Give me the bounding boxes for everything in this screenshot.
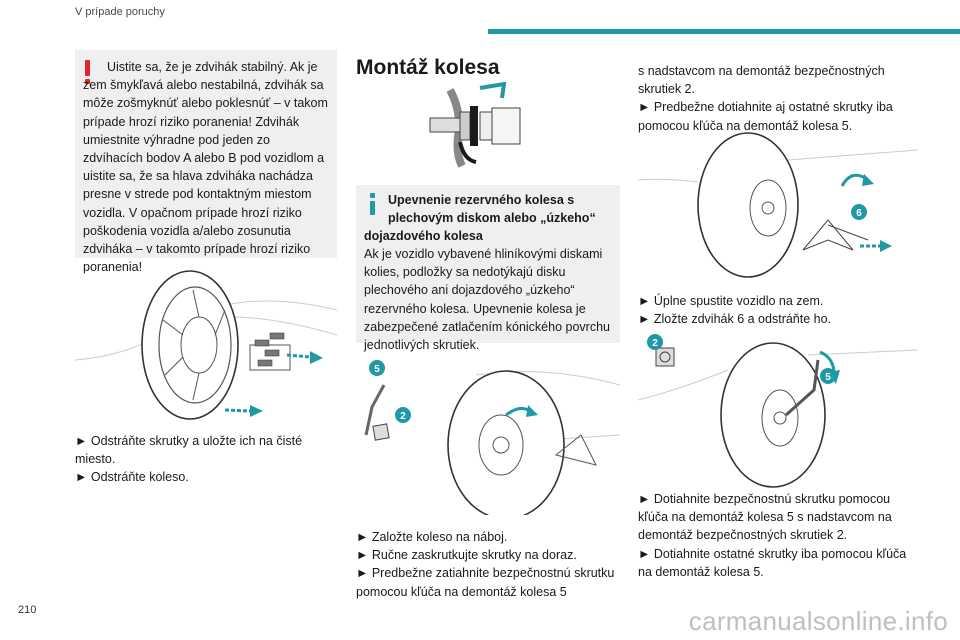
step-remove-bolts: ► Odstráňte skrutky a uložte ich na čist… bbox=[75, 434, 303, 467]
label-wrench-2: 5 bbox=[825, 372, 831, 383]
step-mount-wheel: ► Založte koleso na náboj. bbox=[356, 530, 508, 544]
column-3-bottom: ► Dotiahnite bezpečnostnú skrutku pomoco… bbox=[638, 490, 918, 581]
warning-box: Uistite sa, že je zdvihák stabilný. Ak j… bbox=[75, 50, 337, 274]
final-tightening-illustration: 2 5 bbox=[638, 334, 918, 488]
label-adapter: 2 bbox=[400, 411, 406, 422]
step-continue-adapter: s nadstavcom na demontáž bezpečnostných … bbox=[638, 64, 885, 97]
step-remove-wheel: ► Odstráňte koleso. bbox=[75, 470, 189, 485]
step-lower-vehicle: ► Úplne spustite vozidlo na zem. bbox=[638, 294, 824, 308]
step-tighten-others: ► Dotiahnite ostatné skrutky iba pomocou… bbox=[638, 546, 907, 579]
step-pretighten-others: ► Predbežne dotiahnite aj ostatné skrutk… bbox=[638, 100, 893, 133]
column-3-top: s nadstavcom na demontáž bezpečnostných … bbox=[638, 62, 918, 135]
warning-icon bbox=[85, 60, 91, 84]
step-remove-jack: ► Zložte zdvihák 6 a odstráňte ho. bbox=[638, 312, 832, 327]
warning-text: Uistite sa, že je zdvihák stabilný. Ak j… bbox=[83, 60, 328, 275]
label-wrench: 5 bbox=[374, 364, 380, 375]
info-box: Upevnenie rezervného kolesa s plechovým … bbox=[356, 185, 620, 352]
step-pretighten-security: ► Predbežne zatiahnite bezpečnostnú skru… bbox=[356, 566, 615, 599]
column-3-middle: ► Úplne spustite vozidlo na zem. ► Zložt… bbox=[638, 292, 918, 328]
section-title: Montáž kolesa bbox=[356, 56, 500, 79]
bolt-washer-illustration bbox=[429, 82, 521, 168]
label-jack: 6 bbox=[856, 208, 862, 219]
watermark: carmanualsonline.info bbox=[688, 606, 948, 636]
header-accent-bar bbox=[488, 29, 960, 34]
column-2-steps: ► Založte koleso na náboj. ► Ručne zaskr… bbox=[356, 528, 620, 601]
jack-lowering-illustration: 6 bbox=[638, 132, 918, 278]
info-text: Ak je vozidlo vybavené hliníkovými diska… bbox=[364, 247, 610, 353]
step-screw-bolts: ► Ručne zaskrutkujte skrutky na doraz. bbox=[356, 548, 577, 563]
wheel-removal-illustration bbox=[75, 270, 337, 420]
wheel-mounting-illustration: 5 2 bbox=[364, 360, 620, 515]
info-title: Upevnenie rezervného kolesa s plechovým … bbox=[388, 193, 596, 226]
info-title-continued: dojazdového kolesa bbox=[364, 229, 483, 243]
step-tighten-security: ► Dotiahnite bezpečnostnú skrutku pomoco… bbox=[638, 492, 892, 543]
column-1-steps: ► Odstráňte skrutky a uložte ich na čist… bbox=[75, 432, 337, 487]
page-number: 210 bbox=[18, 604, 37, 616]
section-header: V prípade poruchy bbox=[75, 6, 165, 18]
info-icon bbox=[370, 193, 376, 215]
label-adapter-2: 2 bbox=[652, 338, 658, 349]
